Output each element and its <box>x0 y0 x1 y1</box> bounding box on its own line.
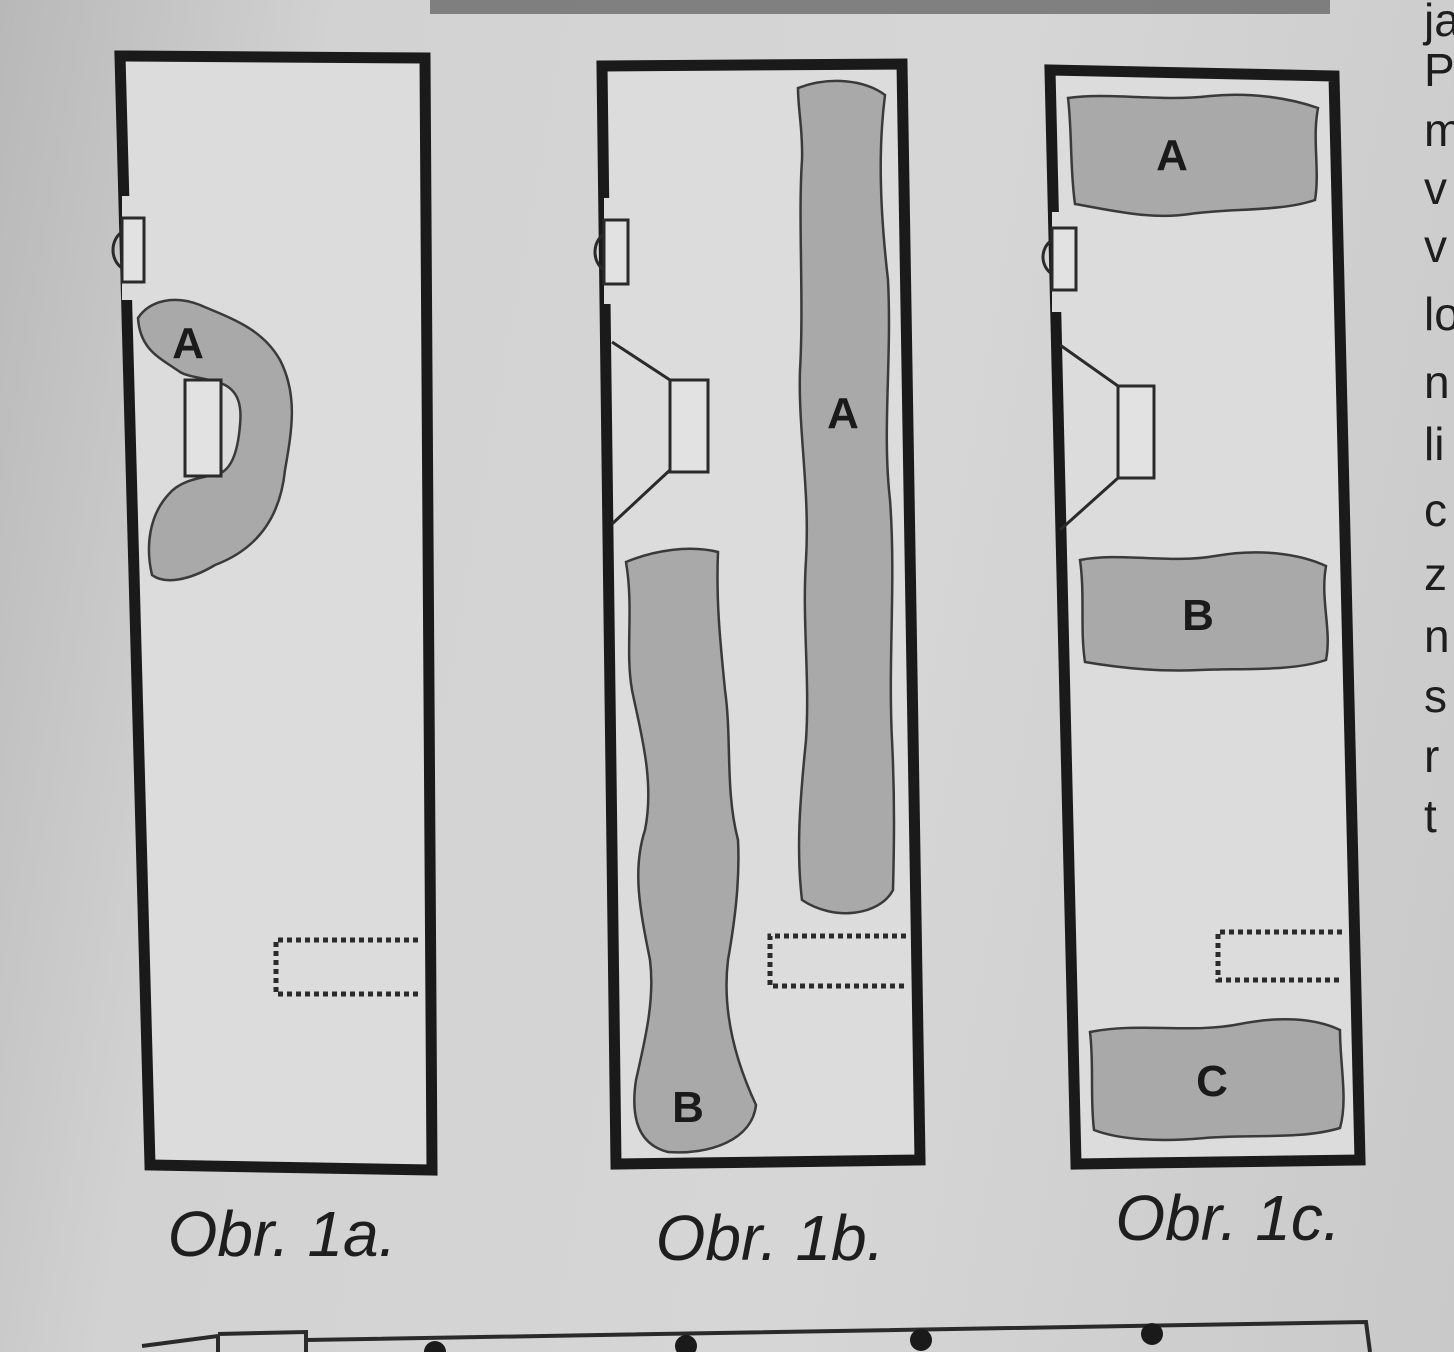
margin-fragment: n <box>1424 610 1450 662</box>
margin-fragment: ja <box>1422 0 1454 46</box>
panel-1a-zone-a <box>136 298 294 582</box>
panel-1a-door <box>111 196 146 300</box>
panel-1c-zone-a <box>1066 93 1320 218</box>
margin-fragment: lo <box>1424 288 1454 340</box>
panel-1c-label-b: B <box>1182 591 1214 640</box>
margin-fragment: v <box>1424 162 1447 214</box>
panel-1b-zone-b <box>624 547 758 1154</box>
margin-fragment: v <box>1424 220 1447 272</box>
node-dot <box>910 1329 932 1351</box>
margin-fragment: s <box>1424 670 1447 722</box>
panel-1a-frame <box>114 50 438 1176</box>
panel-1b: A B Obr. 1b. <box>593 58 926 1274</box>
panel-1c-label-c: C <box>1196 1057 1228 1106</box>
panel-1b-label-a: A <box>827 389 859 438</box>
panel-1c-label-a: A <box>1156 131 1188 180</box>
panel-1c-zone-c <box>1088 1017 1345 1142</box>
right-margin-text: ja P m v v lo n li c z n s r t <box>1422 0 1454 842</box>
panel-1a-window <box>183 378 223 478</box>
panel-1c-window <box>1058 343 1156 532</box>
panel-1b-label-b: B <box>672 1083 704 1132</box>
panel-1a-label-a: A <box>172 319 204 368</box>
margin-fragment: c <box>1424 484 1447 536</box>
panel-1b-caption: Obr. 1b. <box>656 1202 885 1274</box>
panel-1c-dotted-box <box>1215 929 1342 983</box>
panel-1c-zone-b <box>1078 551 1329 672</box>
panel-1a: A Obr. 1a. <box>111 50 438 1270</box>
margin-fragment: li <box>1424 418 1444 470</box>
bottom-cut-off-diagram <box>141 1319 1372 1352</box>
node-dot <box>1141 1323 1163 1345</box>
margin-fragment: n <box>1424 356 1450 408</box>
panel-1b-zone-a <box>796 79 896 915</box>
margin-fragment: t <box>1424 790 1437 842</box>
panel-1a-caption: Obr. 1a. <box>168 1198 397 1270</box>
panel-1c-door <box>1041 212 1078 312</box>
panel-1c: A B C Obr. 1c. <box>1041 64 1366 1254</box>
panel-1b-door <box>593 198 630 304</box>
panel-1c-caption: Obr. 1c. <box>1115 1182 1340 1254</box>
margin-fragment: r <box>1424 730 1439 782</box>
margin-fragment: z <box>1424 548 1447 600</box>
margin-fragment: m <box>1424 104 1454 156</box>
panel-1b-dotted-box <box>767 933 906 989</box>
node-dot <box>424 1341 446 1352</box>
node-dot <box>675 1335 697 1352</box>
cut-off-text-line <box>430 0 1330 14</box>
panel-1b-window <box>610 340 710 526</box>
margin-fragment: P <box>1424 44 1454 96</box>
